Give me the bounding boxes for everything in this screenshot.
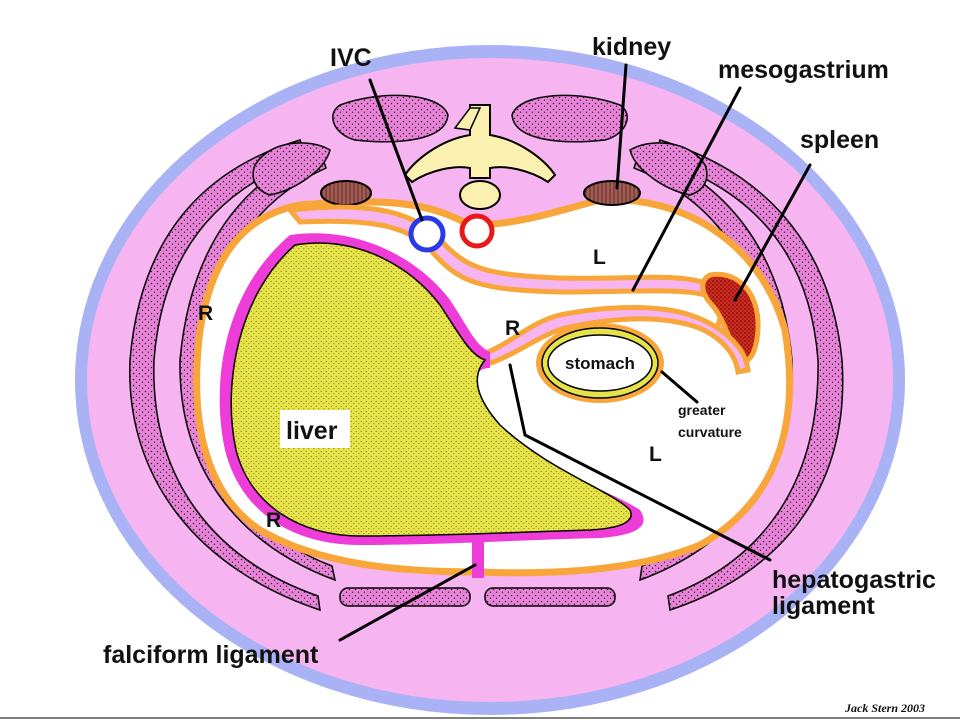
vertebra-process bbox=[453, 107, 482, 131]
greater-curvature-label-line2: curvature bbox=[678, 424, 742, 440]
kidney-leader-line bbox=[615, 63, 628, 190]
left-marker: L bbox=[649, 443, 662, 466]
vertebra bbox=[403, 104, 557, 184]
back-muscle bbox=[332, 94, 449, 143]
greater-curvature-leader-line bbox=[660, 370, 699, 404]
rectus-muscle bbox=[339, 587, 471, 607]
liver-label-box bbox=[280, 410, 350, 448]
mesogastrium-leader-line bbox=[631, 86, 742, 292]
liver-label: liver bbox=[286, 417, 338, 445]
body-wall-muscle-band bbox=[654, 139, 844, 611]
right-marker: R bbox=[266, 509, 281, 532]
rectus-muscle bbox=[484, 587, 616, 607]
right-marker: R bbox=[198, 302, 213, 325]
stomach-label: stomach bbox=[565, 354, 635, 373]
hepatogastric-leader-line bbox=[508, 363, 772, 562]
ivc-label: IVC bbox=[330, 44, 372, 72]
back-muscle bbox=[511, 94, 628, 143]
spleen-label: spleen bbox=[800, 126, 879, 154]
hepatogastric-label-line1: hepatogastric bbox=[772, 566, 936, 594]
back-muscle bbox=[629, 142, 708, 196]
aorta-vessel bbox=[459, 213, 495, 249]
left-marker: L bbox=[593, 246, 606, 269]
ivc-leader-line bbox=[368, 78, 424, 222]
body-wall-muscle-band bbox=[129, 139, 321, 612]
mesogastrium-label: mesogastrium bbox=[718, 56, 889, 84]
falciform-ligament bbox=[472, 540, 484, 578]
spleen-leader-line bbox=[733, 163, 812, 302]
credit-text: Jack Stern 2003 bbox=[844, 701, 925, 715]
kidney-left-side-of-image bbox=[320, 180, 372, 206]
liver bbox=[230, 242, 632, 537]
kidney bbox=[583, 180, 641, 206]
back-muscle bbox=[252, 142, 331, 196]
mesogastrium bbox=[475, 305, 751, 375]
right-marker: R bbox=[505, 317, 520, 340]
hepatogastric-label-line2: ligament bbox=[772, 592, 875, 620]
vertebral-body bbox=[459, 180, 501, 210]
greater-curvature-label-line1: greater bbox=[678, 402, 726, 418]
ivc-vessel bbox=[408, 215, 446, 253]
falciform-leader-line bbox=[338, 563, 477, 642]
kidney-label: kidney bbox=[592, 33, 671, 61]
falciform-label: falciform ligament bbox=[103, 641, 319, 669]
stomach-lumen bbox=[547, 334, 653, 392]
